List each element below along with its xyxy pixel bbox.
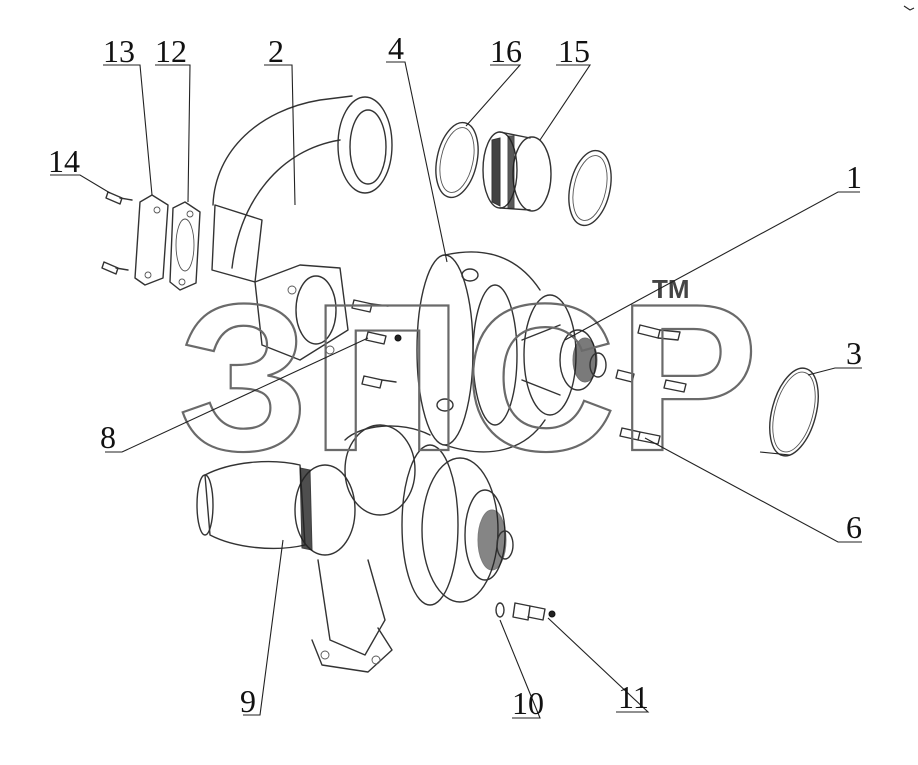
corner-mark xyxy=(903,5,915,11)
o-ring-16-part xyxy=(435,121,479,199)
elbow-pipe-part xyxy=(211,95,393,361)
trademark-mark: TM xyxy=(652,274,690,304)
bolt-part-14 xyxy=(101,191,133,275)
leader-15 xyxy=(539,64,592,141)
callout-14: 14 xyxy=(48,143,80,179)
callout-12: 12 xyxy=(155,33,187,69)
leader-11 xyxy=(547,617,650,713)
turbocharger-lower-part xyxy=(196,424,514,673)
sleeve-15-part xyxy=(482,131,552,212)
leader-4 xyxy=(386,61,448,263)
leader-10 xyxy=(499,619,541,719)
callout-13: 13 xyxy=(103,33,135,69)
callout-15: 15 xyxy=(558,33,590,69)
leader-lines xyxy=(50,5,915,719)
watermark: ЗПСР TM xyxy=(177,259,760,496)
callout-9: 9 xyxy=(240,683,256,719)
callout-6: 6 xyxy=(846,509,862,545)
o-ring-loose-part xyxy=(568,149,612,227)
leader-16 xyxy=(465,64,522,127)
large-ring-3-part xyxy=(769,367,819,457)
callout-2: 2 xyxy=(268,33,284,69)
small-o-ring-10-part xyxy=(495,602,505,618)
stray-mark xyxy=(759,451,791,456)
callout-16: 16 xyxy=(490,33,522,69)
bolt-set-6-part xyxy=(615,324,687,445)
callout-10: 10 xyxy=(512,685,544,721)
watermark-logo: ЗПСР xyxy=(178,260,760,495)
bolt-set-8-part xyxy=(351,299,402,389)
leader-6 xyxy=(644,437,862,543)
leader-14 xyxy=(50,174,111,194)
callout-8: 8 xyxy=(100,419,116,455)
leader-13 xyxy=(103,64,153,196)
compressor-wheel-upper-part xyxy=(521,294,607,416)
parts-drawing xyxy=(101,95,819,673)
callout-4: 4 xyxy=(388,30,404,66)
leader-3 xyxy=(807,367,862,376)
leader-9 xyxy=(243,539,284,716)
leader-1 xyxy=(564,191,860,341)
leader-8 xyxy=(105,337,369,453)
gasket-part xyxy=(169,201,201,291)
cover-plate-part xyxy=(134,194,169,286)
callout-labels: 13 12 14 2 4 16 15 1 3 8 6 9 10 11 xyxy=(48,30,862,721)
leader-2 xyxy=(264,64,296,206)
callout-1: 1 xyxy=(846,159,862,195)
fitting-11-part xyxy=(512,602,556,621)
leader-12 xyxy=(155,64,191,203)
callout-3: 3 xyxy=(846,335,862,371)
callout-11: 11 xyxy=(618,679,649,715)
